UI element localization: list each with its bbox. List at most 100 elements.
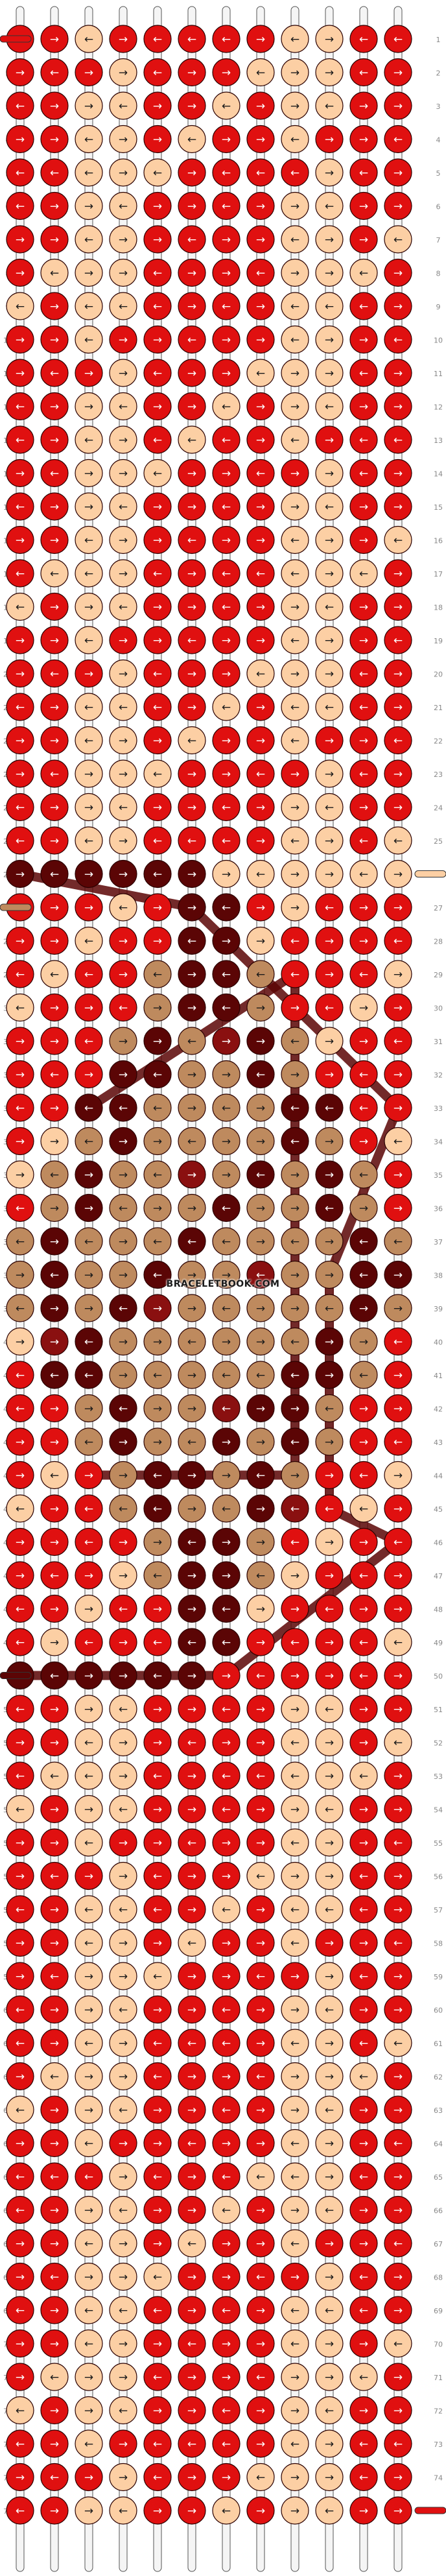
knot: → — [349, 1795, 378, 1824]
knot-arrow-icon: → — [119, 735, 128, 748]
knot: → — [315, 1427, 344, 1456]
knot-arrow-icon: ← — [119, 1302, 128, 1315]
knot-circle — [109, 325, 137, 354]
knot: → — [384, 1494, 412, 1523]
knot-arrow-icon: ← — [16, 2438, 25, 2451]
knot: ← — [349, 1962, 378, 1990]
knot-circle — [212, 2429, 241, 2458]
knot-arrow-icon: → — [187, 2304, 196, 2317]
knot-circle — [75, 25, 103, 53]
knot-circle — [246, 793, 275, 822]
knot-arrow-icon: ← — [16, 2304, 25, 2317]
knot: → — [281, 58, 309, 87]
knot-circle — [109, 626, 137, 654]
knot: ← — [212, 793, 241, 822]
knot-arrow-icon: → — [393, 868, 403, 881]
knot-arrow-icon: → — [359, 802, 368, 815]
knot-circle — [40, 1093, 69, 1122]
knot-arrow-icon: → — [359, 735, 368, 748]
knot-circle — [315, 2062, 344, 2091]
knot: ← — [143, 2463, 172, 2492]
knot: → — [109, 1728, 137, 1757]
knot-circle — [6, 2363, 34, 2391]
knot-arrow-icon: → — [256, 1436, 265, 1449]
knot-arrow-icon: → — [256, 2004, 265, 2017]
knot-circle — [384, 1962, 412, 1990]
knot-arrow-icon: ← — [50, 267, 59, 280]
knot: ← — [143, 2262, 172, 2291]
knot: → — [384, 1361, 412, 1389]
knot-arrow-icon: → — [256, 1536, 265, 1549]
knot-circle — [212, 2262, 241, 2291]
knot-arrow-icon: → — [393, 2271, 403, 2284]
row-number-right: 53 — [434, 1772, 443, 1781]
knot-circle — [109, 191, 137, 221]
knot-circle — [281, 1260, 309, 1289]
knot-circle — [6, 826, 34, 855]
knot-circle — [246, 1461, 275, 1490]
knot-arrow-icon: → — [222, 1937, 231, 1950]
knot-arrow-icon: ← — [359, 1569, 368, 1582]
knot-circle — [6, 1394, 34, 1423]
knot-circle — [212, 2329, 241, 2358]
knot: → — [109, 325, 137, 354]
row-number-right: 19 — [434, 637, 443, 645]
knot: ← — [315, 1294, 344, 1322]
knot-arrow-icon: → — [393, 2071, 403, 2084]
knot-circle — [6, 1227, 34, 1256]
knot-circle — [315, 726, 344, 755]
knot-circle — [384, 25, 412, 53]
knot-arrow-icon: ← — [256, 968, 265, 981]
knot-circle — [75, 158, 103, 187]
knot: → — [6, 125, 34, 154]
knot: → — [109, 659, 137, 688]
knot-circle — [75, 1761, 103, 1790]
knot-arrow-icon: ← — [153, 468, 162, 481]
knot: → — [109, 2062, 137, 2091]
knot-arrow-icon: → — [119, 1670, 128, 1683]
knot-circle — [75, 726, 103, 755]
knot-circle — [143, 793, 172, 822]
knot-circle — [246, 2129, 275, 2158]
knot-circle — [212, 826, 241, 855]
knot-circle — [75, 1594, 103, 1623]
knot: ← — [281, 1127, 309, 1156]
knot-circle — [109, 225, 137, 254]
knot: → — [281, 759, 309, 788]
knot-circle — [109, 158, 137, 187]
knot-circle — [315, 292, 344, 320]
knot-circle — [281, 425, 309, 454]
knot: ← — [109, 1695, 137, 1723]
knot-circle — [246, 1127, 275, 1156]
knot-circle — [40, 1394, 69, 1423]
knot-arrow-icon: → — [256, 1035, 265, 1048]
row-number-right: 35 — [434, 1171, 443, 1180]
knot-circle — [75, 826, 103, 855]
knot-arrow-icon: ← — [325, 100, 334, 113]
knot: → — [143, 793, 172, 822]
knot-circle — [281, 2095, 309, 2124]
knot-arrow-icon: → — [84, 401, 93, 414]
knot-arrow-icon: → — [84, 1970, 93, 1983]
knot-circle — [178, 793, 206, 822]
knot-circle — [384, 592, 412, 621]
knot-circle — [349, 292, 378, 320]
knot: ← — [109, 492, 137, 521]
knot: → — [109, 459, 137, 488]
knot-circle — [178, 1527, 206, 1556]
knot-arrow-icon: ← — [16, 1202, 25, 1215]
knot: → — [40, 1728, 69, 1757]
knot: ← — [349, 459, 378, 488]
knot: → — [178, 1594, 206, 1623]
knot-arrow-icon: ← — [187, 33, 196, 46]
knot: → — [246, 1093, 275, 1122]
knot: → — [178, 793, 206, 822]
knot-circle — [349, 225, 378, 254]
knot: ← — [212, 1895, 241, 1924]
knot-arrow-icon: → — [153, 1202, 162, 1215]
knot-arrow-icon: → — [393, 501, 403, 514]
knot-circle — [178, 1160, 206, 1189]
knot-arrow-icon: → — [119, 2472, 128, 2485]
knot-circle — [212, 1093, 241, 1122]
knot-circle — [143, 2162, 172, 2191]
